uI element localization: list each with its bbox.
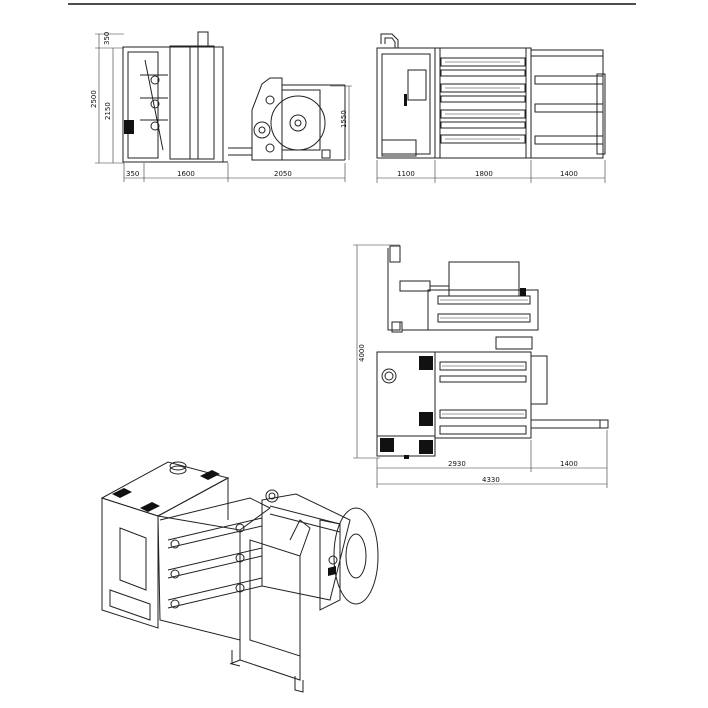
plan-height-dim: 4000 [358, 344, 366, 362]
front-width-dim-1: 1100 [397, 170, 415, 178]
plan-width-dim-2: 1400 [560, 460, 578, 468]
side-width-dim-2: 1600 [177, 170, 195, 178]
side-height-dim-3: 2150 [104, 102, 112, 120]
side-height-dim-1: 350 [103, 32, 111, 45]
isometric-view-drawing [100, 461, 379, 693]
front-width-dim-3: 1400 [560, 170, 578, 178]
side-height-dim-2: 2500 [90, 90, 98, 108]
side-height-dim-4: 1550 [340, 110, 348, 128]
side-width-dim-3: 2050 [274, 170, 292, 178]
side-width-dim-1: 350 [126, 170, 139, 178]
plan-width-dim-3: 4330 [482, 476, 500, 484]
front-view-drawing [376, 33, 606, 183]
side-view-drawing [95, 31, 352, 182]
plan-view-drawing [353, 244, 609, 488]
front-width-dim-2: 1800 [475, 170, 493, 178]
plan-width-dim-1: 2930 [448, 460, 466, 468]
